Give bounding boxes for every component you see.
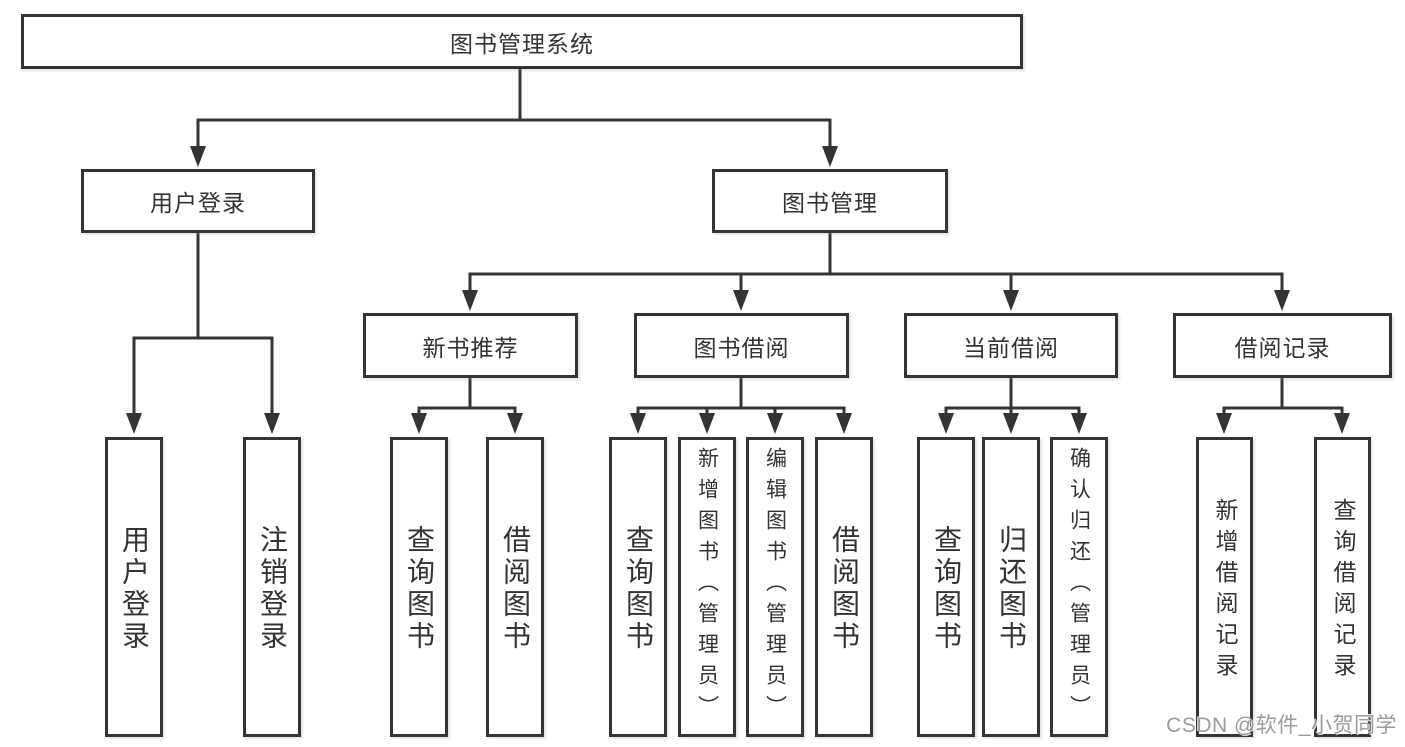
- leaf-add-book-admin-label: 新增图书（管理员）: [695, 447, 719, 726]
- node-user-login: 用户登录: [81, 169, 315, 233]
- leaf-confirm-return-admin-label: 确认归还（管理员）: [1067, 447, 1091, 726]
- node-book-borrowing: 图书借阅: [634, 313, 849, 378]
- leaf-add-book-admin: 新增图书（管理员）: [678, 437, 736, 737]
- leaf-confirm-return-admin: 确认归还（管理员）: [1050, 437, 1108, 737]
- csdn-watermark: CSDN @软件_小贺同学: [1166, 714, 1397, 737]
- leaf-logout-label: 注销登录: [257, 525, 288, 653]
- leaf-return-book-label: 归还图书: [996, 525, 1027, 653]
- leaf-query-books-borrow: 查询图书: [609, 437, 667, 737]
- leaf-borrow-books-recommend: 借阅图书: [486, 437, 544, 737]
- leaf-query-books-recommend: 查询图书: [390, 437, 448, 737]
- leaf-add-borrow-record: 新增借阅记录: [1196, 437, 1253, 737]
- leaf-query-borrow-record-label: 查询借阅记录: [1330, 498, 1356, 684]
- node-current-borrowing-label: 当前借阅: [963, 334, 1059, 361]
- leaf-query-borrow-record: 查询借阅记录: [1314, 437, 1371, 737]
- node-borrowing-records-label: 借阅记录: [1234, 334, 1331, 361]
- node-book-borrowing-label: 图书借阅: [693, 334, 790, 361]
- leaf-return-book: 归还图书: [982, 437, 1040, 737]
- leaf-user-login: 用户登录: [105, 437, 163, 737]
- node-new-book-recommend-label: 新书推荐: [422, 334, 519, 361]
- node-new-book-recommend: 新书推荐: [363, 313, 578, 378]
- leaf-query-books-current-label: 查询图书: [931, 525, 962, 653]
- node-borrowing-records: 借阅记录: [1173, 313, 1392, 378]
- node-current-borrowing: 当前借阅: [904, 313, 1118, 378]
- node-library-system-label: 图书管理系统: [450, 30, 594, 57]
- leaf-borrow-books-recommend-label: 借阅图书: [500, 525, 531, 653]
- leaf-logout: 注销登录: [243, 437, 301, 737]
- leaf-borrow-books-borrow: 借阅图书: [815, 437, 873, 737]
- leaf-edit-book-admin-label: 编辑图书（管理员）: [763, 447, 787, 726]
- leaf-query-books-current: 查询图书: [917, 437, 975, 737]
- node-library-system: 图书管理系统: [21, 14, 1023, 69]
- node-book-management: 图书管理: [712, 169, 948, 233]
- leaf-edit-book-admin: 编辑图书（管理员）: [746, 437, 804, 737]
- leaf-borrow-books-borrow-label: 借阅图书: [829, 525, 860, 653]
- leaf-query-books-recommend-label: 查询图书: [404, 525, 435, 653]
- leaf-user-login-label: 用户登录: [119, 525, 150, 653]
- node-book-management-label: 图书管理: [782, 190, 878, 216]
- node-user-login-label: 用户登录: [150, 190, 246, 216]
- leaf-add-borrow-record-label: 新增借阅记录: [1212, 498, 1238, 684]
- leaf-query-books-borrow-label: 查询图书: [623, 525, 654, 653]
